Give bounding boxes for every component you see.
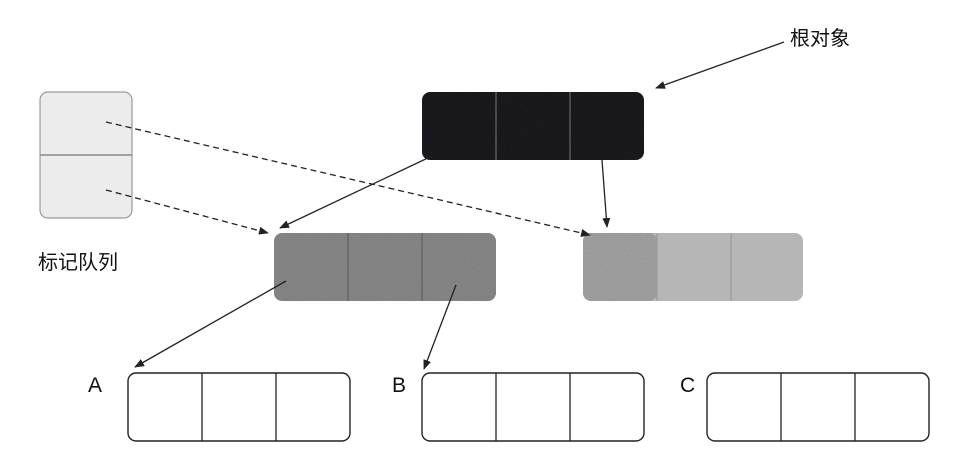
gray-left-to-b-arrow: [423, 284, 457, 370]
mark-queue: [39, 91, 133, 219]
queue-to-gray-left-arrow: [105, 189, 269, 235]
node-b-label: B: [392, 374, 407, 397]
gray-left-to-a-arrow: [134, 280, 287, 368]
gray-object-right: [583, 233, 803, 301]
root-to-gray-right-arrow: [601, 159, 611, 228]
root-to-gray-left-arrow: [279, 155, 433, 229]
root-object-node: [422, 92, 644, 160]
white-object-a-box: [127, 372, 351, 442]
root-object-box: [422, 92, 644, 160]
queue-to-gray-right-arrow: [105, 121, 591, 237]
node-c-label: C: [680, 374, 696, 397]
gray-object-right-shade: [583, 233, 657, 301]
white-object-a: [127, 372, 351, 442]
white-object-c: [706, 372, 930, 442]
white-object-b: [421, 372, 645, 442]
white-object-b-box: [421, 372, 645, 442]
mark-queue-label: 标记队列: [38, 250, 118, 274]
root-label-arrow: [655, 41, 785, 89]
white-object-c-box: [706, 372, 930, 442]
node-a-label: A: [88, 374, 103, 397]
gray-object-left: [274, 233, 496, 301]
gray-object-left-box: [274, 233, 496, 301]
root-object-label: 根对象: [790, 26, 850, 50]
